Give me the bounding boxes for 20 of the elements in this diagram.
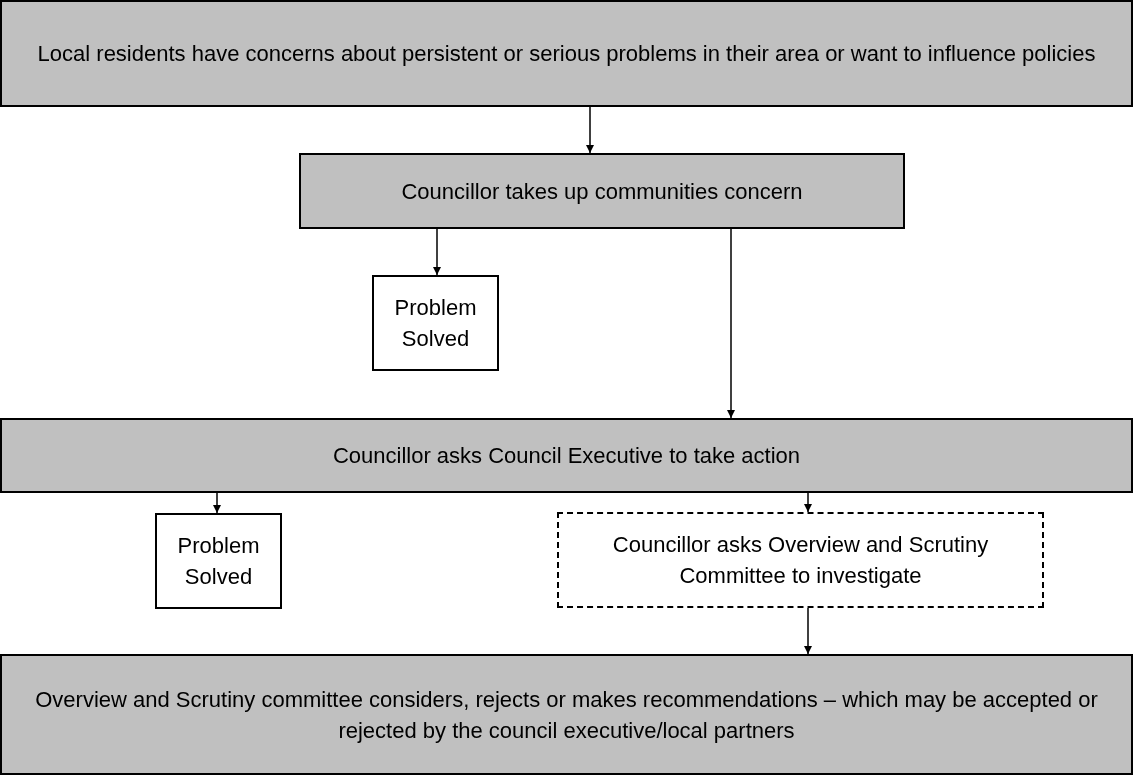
box-text: Overview and Scrutiny committee considers, rejects or makes recommendations – which may be accepted or rejected by the council executive/local partners <box>34 685 1099 745</box>
process-box <box>299 153 905 229</box>
arrow <box>727 228 735 419</box>
box-text: Problem Solved <box>393 294 478 353</box>
arrow <box>804 492 812 513</box>
box-text: Councillor asks Council Executive to take action <box>332 442 801 470</box>
box-text: Councillor takes up communities concern <box>401 177 803 206</box>
box-text: Problem Solved <box>176 532 261 591</box>
arrow <box>586 106 594 154</box>
arrow <box>804 607 812 655</box>
process-box <box>372 275 499 371</box>
process-box <box>155 513 282 609</box>
process-box <box>0 418 1133 493</box>
process-box <box>0 654 1133 775</box>
arrow <box>213 492 221 514</box>
box-text: Local residents have concerns about persistent or serious problems in their area or want to influence policies <box>37 40 1096 68</box>
box-text: Councillor asks Overview and Scrutiny Committee to investigate <box>611 531 990 590</box>
process-box <box>0 0 1133 107</box>
process-box <box>557 512 1044 608</box>
arrow <box>433 228 441 276</box>
